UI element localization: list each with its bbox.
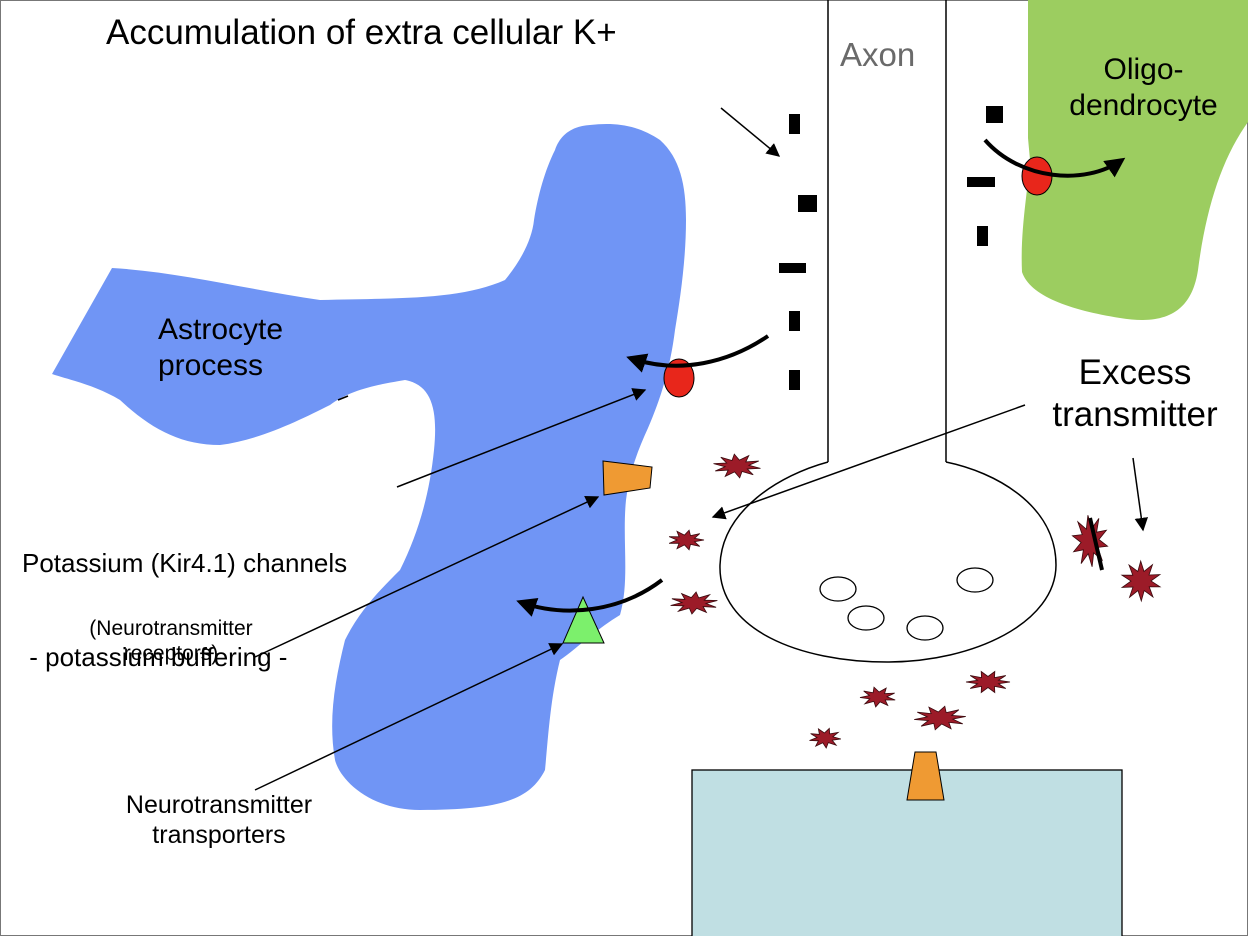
potassium-channel-oligodendrocyte: [1021, 156, 1053, 196]
transmitter-burst: [809, 727, 842, 749]
transmitter-burst: [859, 686, 896, 708]
potassium-ion: [798, 195, 817, 212]
transmitter-burst: [670, 591, 718, 615]
oligodendrocyte-label-line: Oligo-: [1103, 53, 1184, 86]
transmitter-burst: [914, 705, 966, 731]
pointer-transporter-label: [254, 643, 564, 791]
astrocyte-label: Astrocyte process: [158, 312, 283, 384]
synaptic-vesicle: [906, 615, 944, 641]
potassium-ion: [789, 114, 800, 134]
transmitter-burst: [713, 453, 761, 479]
excess-transmitter-label-line: transmitter: [1052, 395, 1218, 434]
potassium-ion: [986, 106, 1003, 123]
neurotransmitter-transporter: [562, 595, 605, 644]
potassium-ion: [789, 370, 800, 390]
kir-channel-label: Potassium (Kir4.1) channels - potassium …: [22, 486, 347, 736]
potassium-ion: [779, 263, 806, 273]
axon-membrane: [827, 0, 947, 462]
transmitter-burst: [1120, 559, 1162, 603]
receptor-label: (Neurotransmitter receptors): [57, 616, 285, 666]
transmitter-burst-mark: [1088, 517, 1104, 571]
transmitter-uptake-arrow: [516, 578, 664, 617]
receptor-label-line: (Neurotransmitter: [89, 617, 253, 640]
oligodendrocyte-shape: [1021, 0, 1248, 320]
potassium-oligodendrocyte-arrow: [983, 138, 1126, 178]
oligodendrocyte-label: Oligo- dendrocyte: [1036, 52, 1248, 124]
postsynaptic-receptor: [906, 751, 945, 801]
transmitter-burst: [965, 670, 1011, 694]
synaptic-vesicle: [956, 567, 994, 593]
transporter-label: Neurotransmitter transporters: [95, 790, 343, 850]
potassium-ions: [779, 106, 1003, 390]
kir-channel-label-line: - potassium buffering -: [22, 641, 288, 672]
pointer-receptor-label: [254, 496, 600, 658]
potassium-channel-astrocyte: [663, 358, 695, 398]
transporter-label-line: transporters: [152, 821, 286, 849]
astrocyte-receptor: [602, 460, 653, 496]
pointer-title-to-ions: [720, 107, 781, 157]
excess-transmitter-label-line: Excess: [1078, 353, 1192, 392]
pointer-kir-label: [396, 388, 647, 488]
pointer-excess-right: [1132, 457, 1149, 532]
excess-transmitter-bursts: [668, 453, 1162, 749]
pointer-excess-left: [711, 404, 1026, 520]
potassium-ion: [967, 177, 995, 187]
transmitter-burst: [668, 529, 705, 551]
potassium-uptake-arrow: [626, 334, 770, 373]
potassium-ion: [789, 311, 800, 331]
astrocyte-edge-mark: [337, 395, 349, 401]
postsynaptic-cell: [691, 769, 1123, 936]
transporter-label-line: Neurotransmitter: [125, 791, 313, 819]
synaptic-vesicle: [847, 605, 885, 631]
axon-label: Axon: [840, 36, 916, 73]
potassium-ion: [977, 226, 988, 246]
presynaptic-terminal: [719, 461, 1057, 663]
receptor-label-line: receptors): [123, 642, 219, 666]
astrocyte-label-line: Astrocyte: [158, 313, 284, 346]
diagram-title: Accumulation of extra cellular K+: [106, 13, 617, 52]
excess-transmitter-label: Excess transmitter: [1030, 352, 1240, 436]
astrocyte-shape: [52, 123, 686, 810]
astrocyte-label-line: process: [158, 349, 264, 382]
kir-channel-label-line: Potassium (Kir4.1) channels: [22, 548, 348, 579]
synaptic-vesicle: [819, 576, 857, 602]
oligodendrocyte-label-line: dendrocyte: [1069, 89, 1218, 122]
